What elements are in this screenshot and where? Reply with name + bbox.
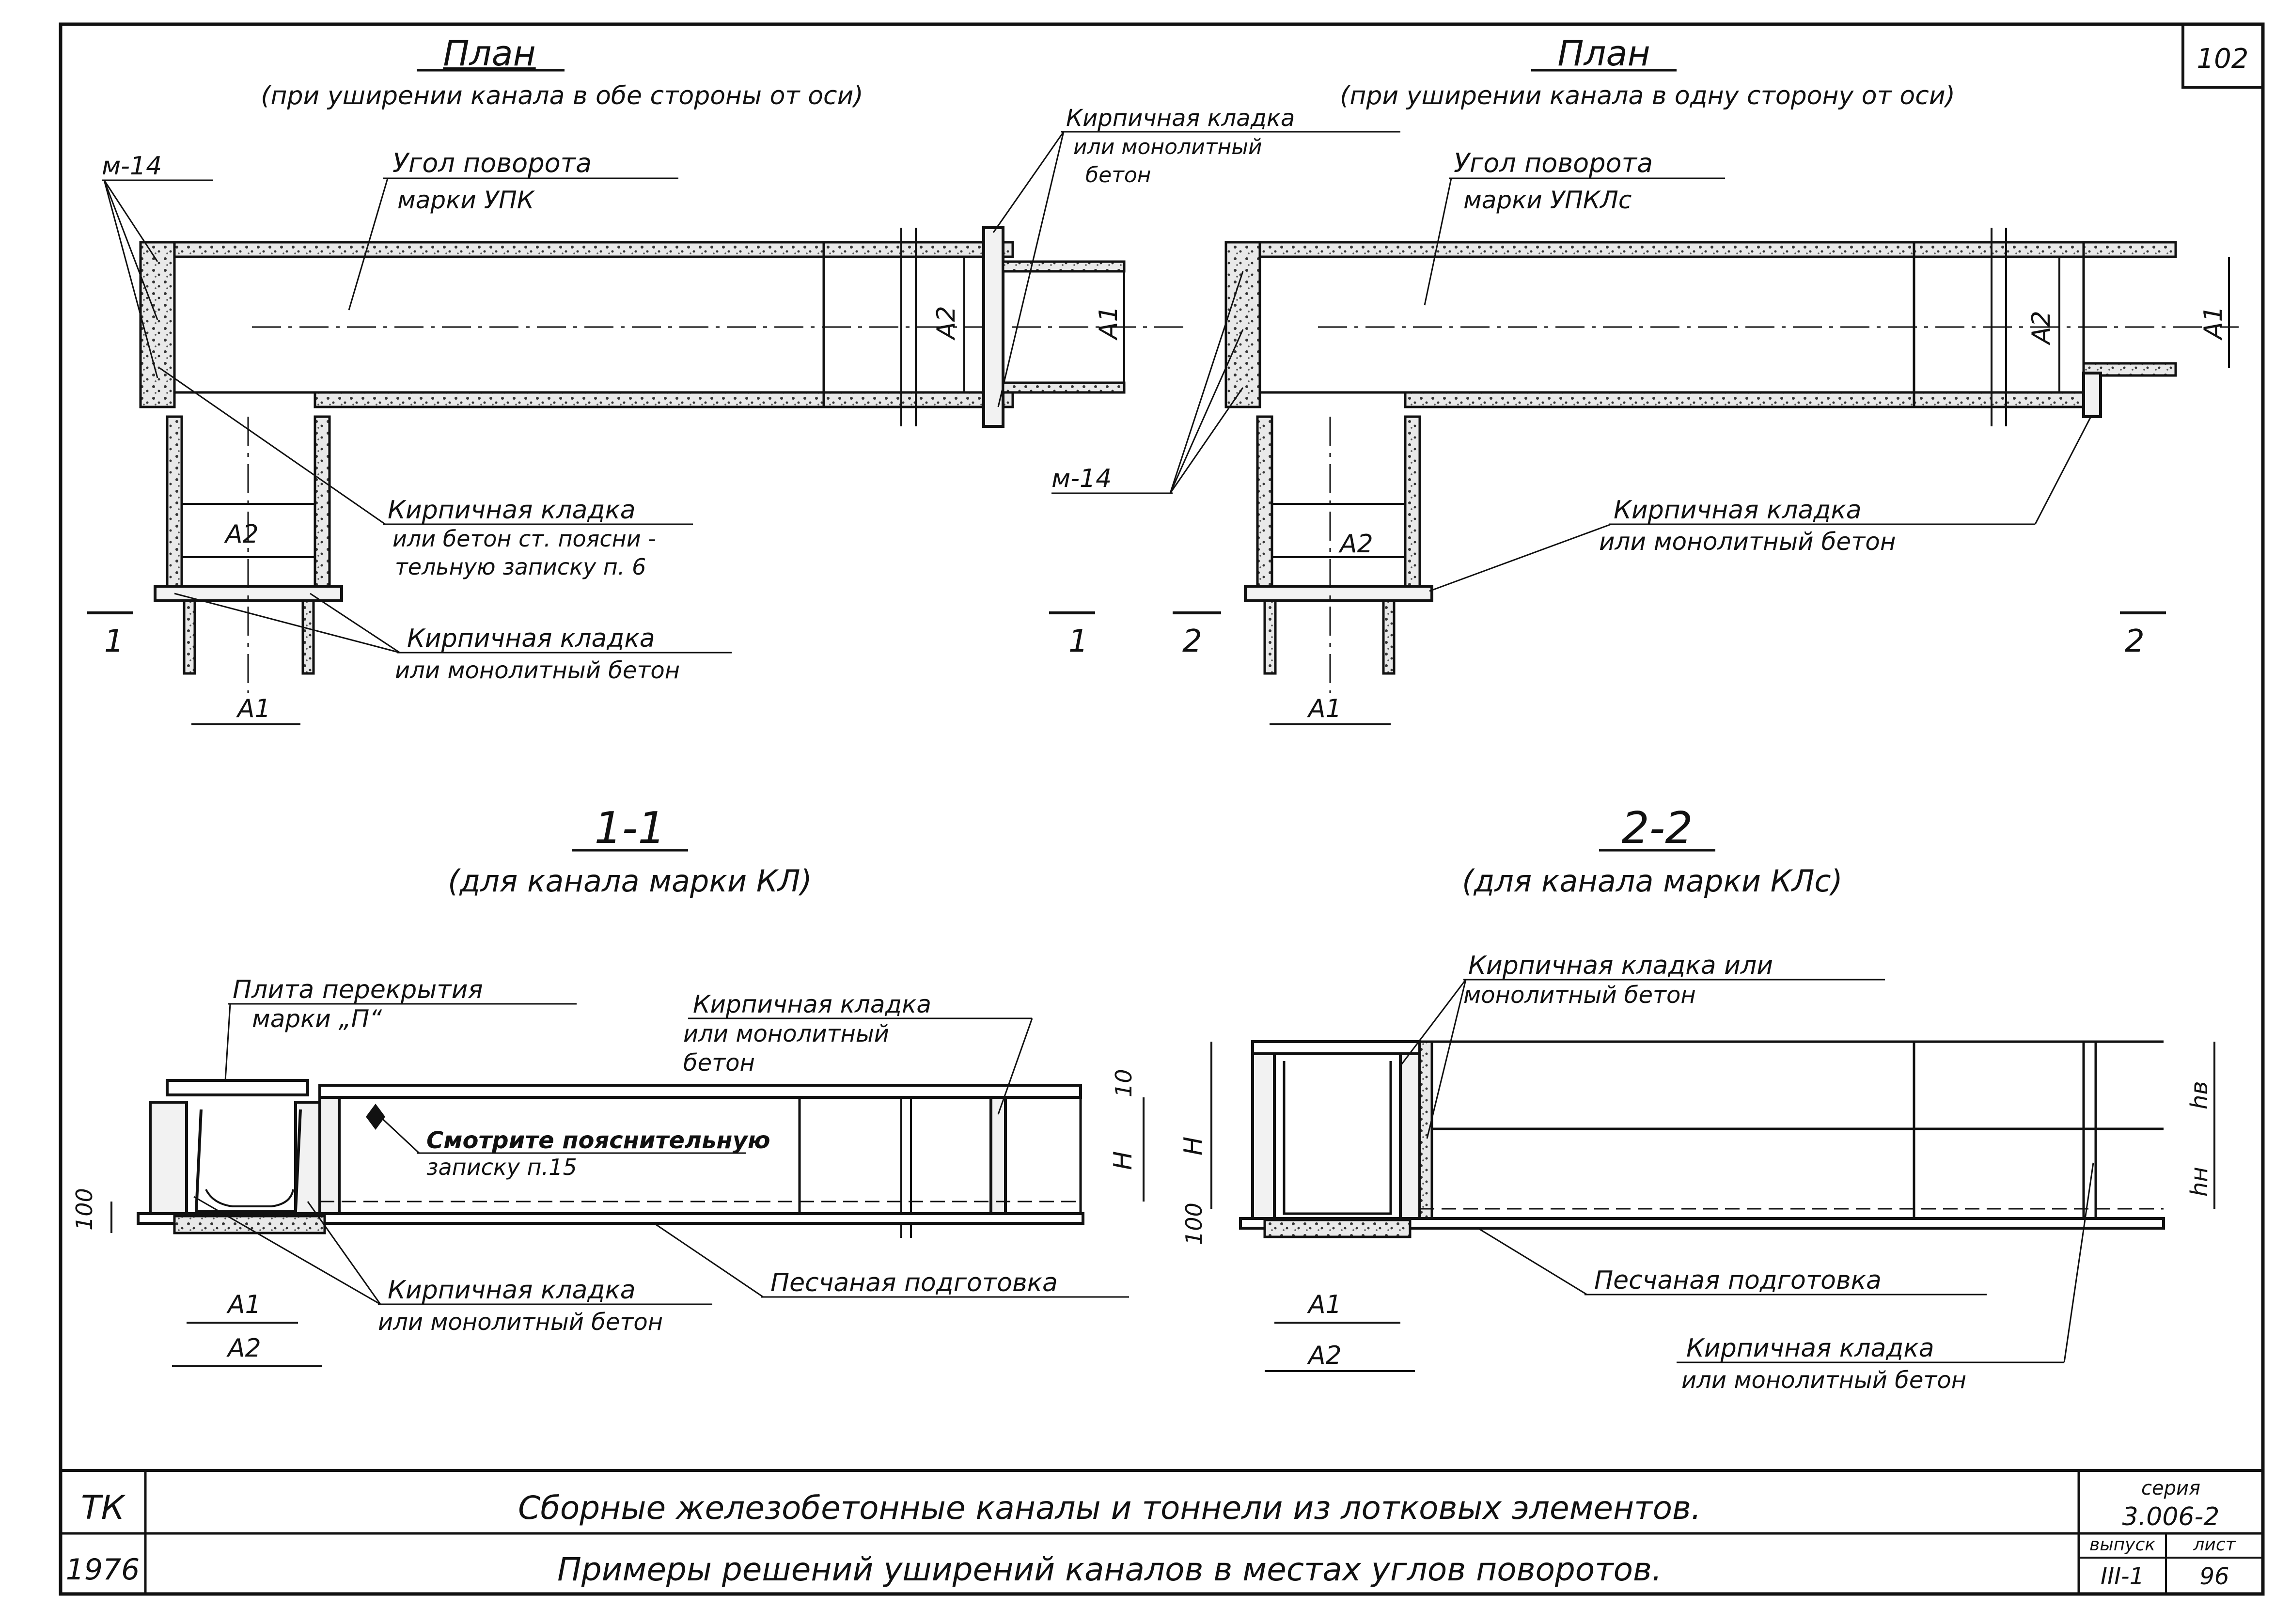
section-1-brick-low-line2: или монолитный бетон	[378, 1309, 663, 1336]
sheet-label: лист	[2193, 1535, 2236, 1555]
section-1-brick-top-line1: Кирпичная кладка	[693, 990, 931, 1018]
sand-bedding	[1263, 1218, 1412, 1238]
section-1-dim-a1: A1	[226, 1290, 261, 1319]
section-2-brick-low-line2: или монолитный бетон	[1681, 1367, 1966, 1394]
plan-left-dim-a1: A1	[236, 694, 271, 723]
year: 1976	[66, 1553, 140, 1587]
plan-left-corner-line1: Угол поворота	[392, 148, 592, 178]
plan-left-subtitle: (при уширении канала в обе стороны от ос…	[261, 81, 863, 110]
section-1-note-line2: записку п.15	[426, 1154, 577, 1180]
partition-brick	[982, 226, 1004, 428]
duct-bottom-wall	[314, 391, 1014, 408]
end-wall-brick	[139, 241, 176, 408]
plan-left-dim-a2: A2	[224, 520, 259, 549]
section-2-dim-a2: A2	[1307, 1341, 1342, 1370]
section-2-dim-hn: hн	[2186, 1167, 2213, 1197]
section-mark-2-left: 2	[1182, 624, 1202, 659]
plan-right-dim-a2-v: A2	[2027, 311, 2056, 345]
drawing-title-line1: Сборные железобетонные каналы и тоннели …	[518, 1489, 1701, 1527]
section-1-dim-a2: A2	[226, 1334, 261, 1363]
section-2-subtitle: (для канала марки КЛс)	[1462, 863, 1842, 899]
sand-bedding	[173, 1215, 326, 1234]
series-label: серия	[2141, 1477, 2200, 1499]
plan-right-subtitle: (при уширении канала в одну сторону от о…	[1340, 81, 1955, 110]
section-1-slab-line1: Плита перекрытия	[233, 975, 483, 1004]
section-2-dim-a1: A1	[1307, 1290, 1342, 1319]
page-number-box	[2181, 23, 2264, 89]
duct-bottom-wall	[1404, 391, 2095, 408]
base-slab	[1239, 1217, 2165, 1230]
section-1-1: 1-1 (для канала марки КЛ) H 10 100 A1 A2…	[71, 803, 1145, 1367]
partition-brick	[2082, 372, 2102, 418]
plan-left-m14: м-14	[102, 152, 162, 181]
section-mark-1-left: 1	[104, 624, 124, 659]
section-1-dim-10: 10	[1111, 1069, 1137, 1097]
section-1-dim-h: H	[1109, 1151, 1138, 1170]
section-1-subtitle: (для канала марки КЛ)	[448, 863, 812, 899]
sheet-frame	[59, 22, 2265, 1596]
plan-right-brick-line1: Кирпичная кладка	[1614, 496, 1862, 525]
plan-left-brick-top-line2: или монолитный	[1073, 135, 1262, 159]
section-1-slab-line2: марки „П“	[252, 1005, 382, 1033]
vertical-duct-right-wall	[314, 415, 331, 593]
duct-top-wall	[139, 241, 1014, 258]
plan-left-brick-mid-line1: Кирпичная кладка	[388, 496, 636, 525]
plan-right-corner-line1: Угол поворота	[1454, 148, 1653, 178]
section-1-sand: Песчаная подготовка	[770, 1268, 1058, 1297]
issue-value: III-1	[2101, 1563, 2144, 1590]
plan-right-dim-a2: A2	[1338, 530, 1373, 559]
section-1-title: 1-1	[595, 803, 666, 854]
transition-brick	[1244, 585, 1433, 602]
plan-right-dim-a1-v: A1	[2199, 306, 2228, 341]
plan-right-corner-line2: марки УПКЛс	[1463, 186, 1632, 214]
frame-code: ТК	[81, 1489, 126, 1527]
section-2-brick-low-line1: Кирпичная кладка	[1686, 1334, 1934, 1363]
section-2-dim-hv: hв	[2186, 1081, 2213, 1109]
section-mark-2-right: 2	[2125, 624, 2145, 659]
plan-left-brick-top-line3: бетон	[1085, 163, 1151, 187]
page-number: 102	[2197, 43, 2249, 75]
plan-left-title: План	[443, 33, 535, 74]
series-value: 3.006-2	[2122, 1502, 2220, 1531]
plan-left-brick-low-line1: Кирпичная кладка	[407, 624, 655, 653]
base-slab	[137, 1212, 1084, 1225]
section-1-brick-low-line1: Кирпичная кладка	[388, 1276, 636, 1305]
plan-left-brick-mid-line3: тельную записку п. 6	[395, 554, 646, 580]
plan-right: План (при уширении канала в одну сторону…	[1051, 33, 2239, 725]
drawing-title-line2: Примеры решений уширений каналов в места…	[557, 1551, 1662, 1588]
plan-right-title: План	[1557, 33, 1650, 74]
end-wall-brick	[1224, 241, 1261, 408]
vertical-duct-left-wall	[166, 415, 183, 593]
cover-slab	[166, 1079, 309, 1096]
section-1-brick-top-line2: или монолитный	[683, 1020, 889, 1047]
section-2-2: 2-2 (для канала марки КЛс) H 100 hв hн A…	[1179, 803, 2215, 1394]
plan-left: План (при уширении канала в обе стороны …	[87, 33, 1400, 725]
section-2-dim-h: H	[1179, 1137, 1208, 1156]
section-2-brick-top-line1: Кирпичная кладка или	[1468, 951, 1773, 980]
section-1-dim-100: 100	[71, 1188, 97, 1231]
plan-left-brick-mid-line2: или бетон ст. поясни -	[392, 526, 656, 552]
section-2-sand: Песчаная подготовка	[1594, 1266, 1882, 1295]
plan-left-dim-a1-v: A1	[1094, 306, 1123, 341]
section-1-brick-top-line3: бетон	[683, 1049, 755, 1077]
sheet-value: 96	[2199, 1563, 2229, 1590]
section-2-dim-100: 100	[1181, 1202, 1207, 1245]
plan-right-dim-a1: A1	[1307, 694, 1342, 723]
plan-left-brick-top-line1: Кирпичная кладка	[1066, 105, 1295, 132]
duct-top-wall	[1224, 241, 2177, 258]
issue-label: выпуск	[2089, 1535, 2155, 1555]
plan-left-corner-line2: марки УПК	[397, 186, 535, 214]
section-1-note-line1: Смотрите пояснительную	[426, 1127, 770, 1154]
plan-right-m14: м-14	[1051, 464, 1112, 493]
plan-right-brick-line2: или монолитный бетон	[1599, 528, 1896, 556]
plan-left-dim-a2-v: A2	[932, 306, 961, 341]
section-mark-1-right: 1	[1068, 624, 1088, 659]
section-2-brick-top-line2: монолитный бетон	[1463, 982, 1696, 1009]
section-2-title: 2-2	[1622, 803, 1693, 854]
plan-left-brick-low-line2: или монолитный бетон	[395, 657, 680, 684]
note-diamond-icon	[366, 1104, 385, 1130]
